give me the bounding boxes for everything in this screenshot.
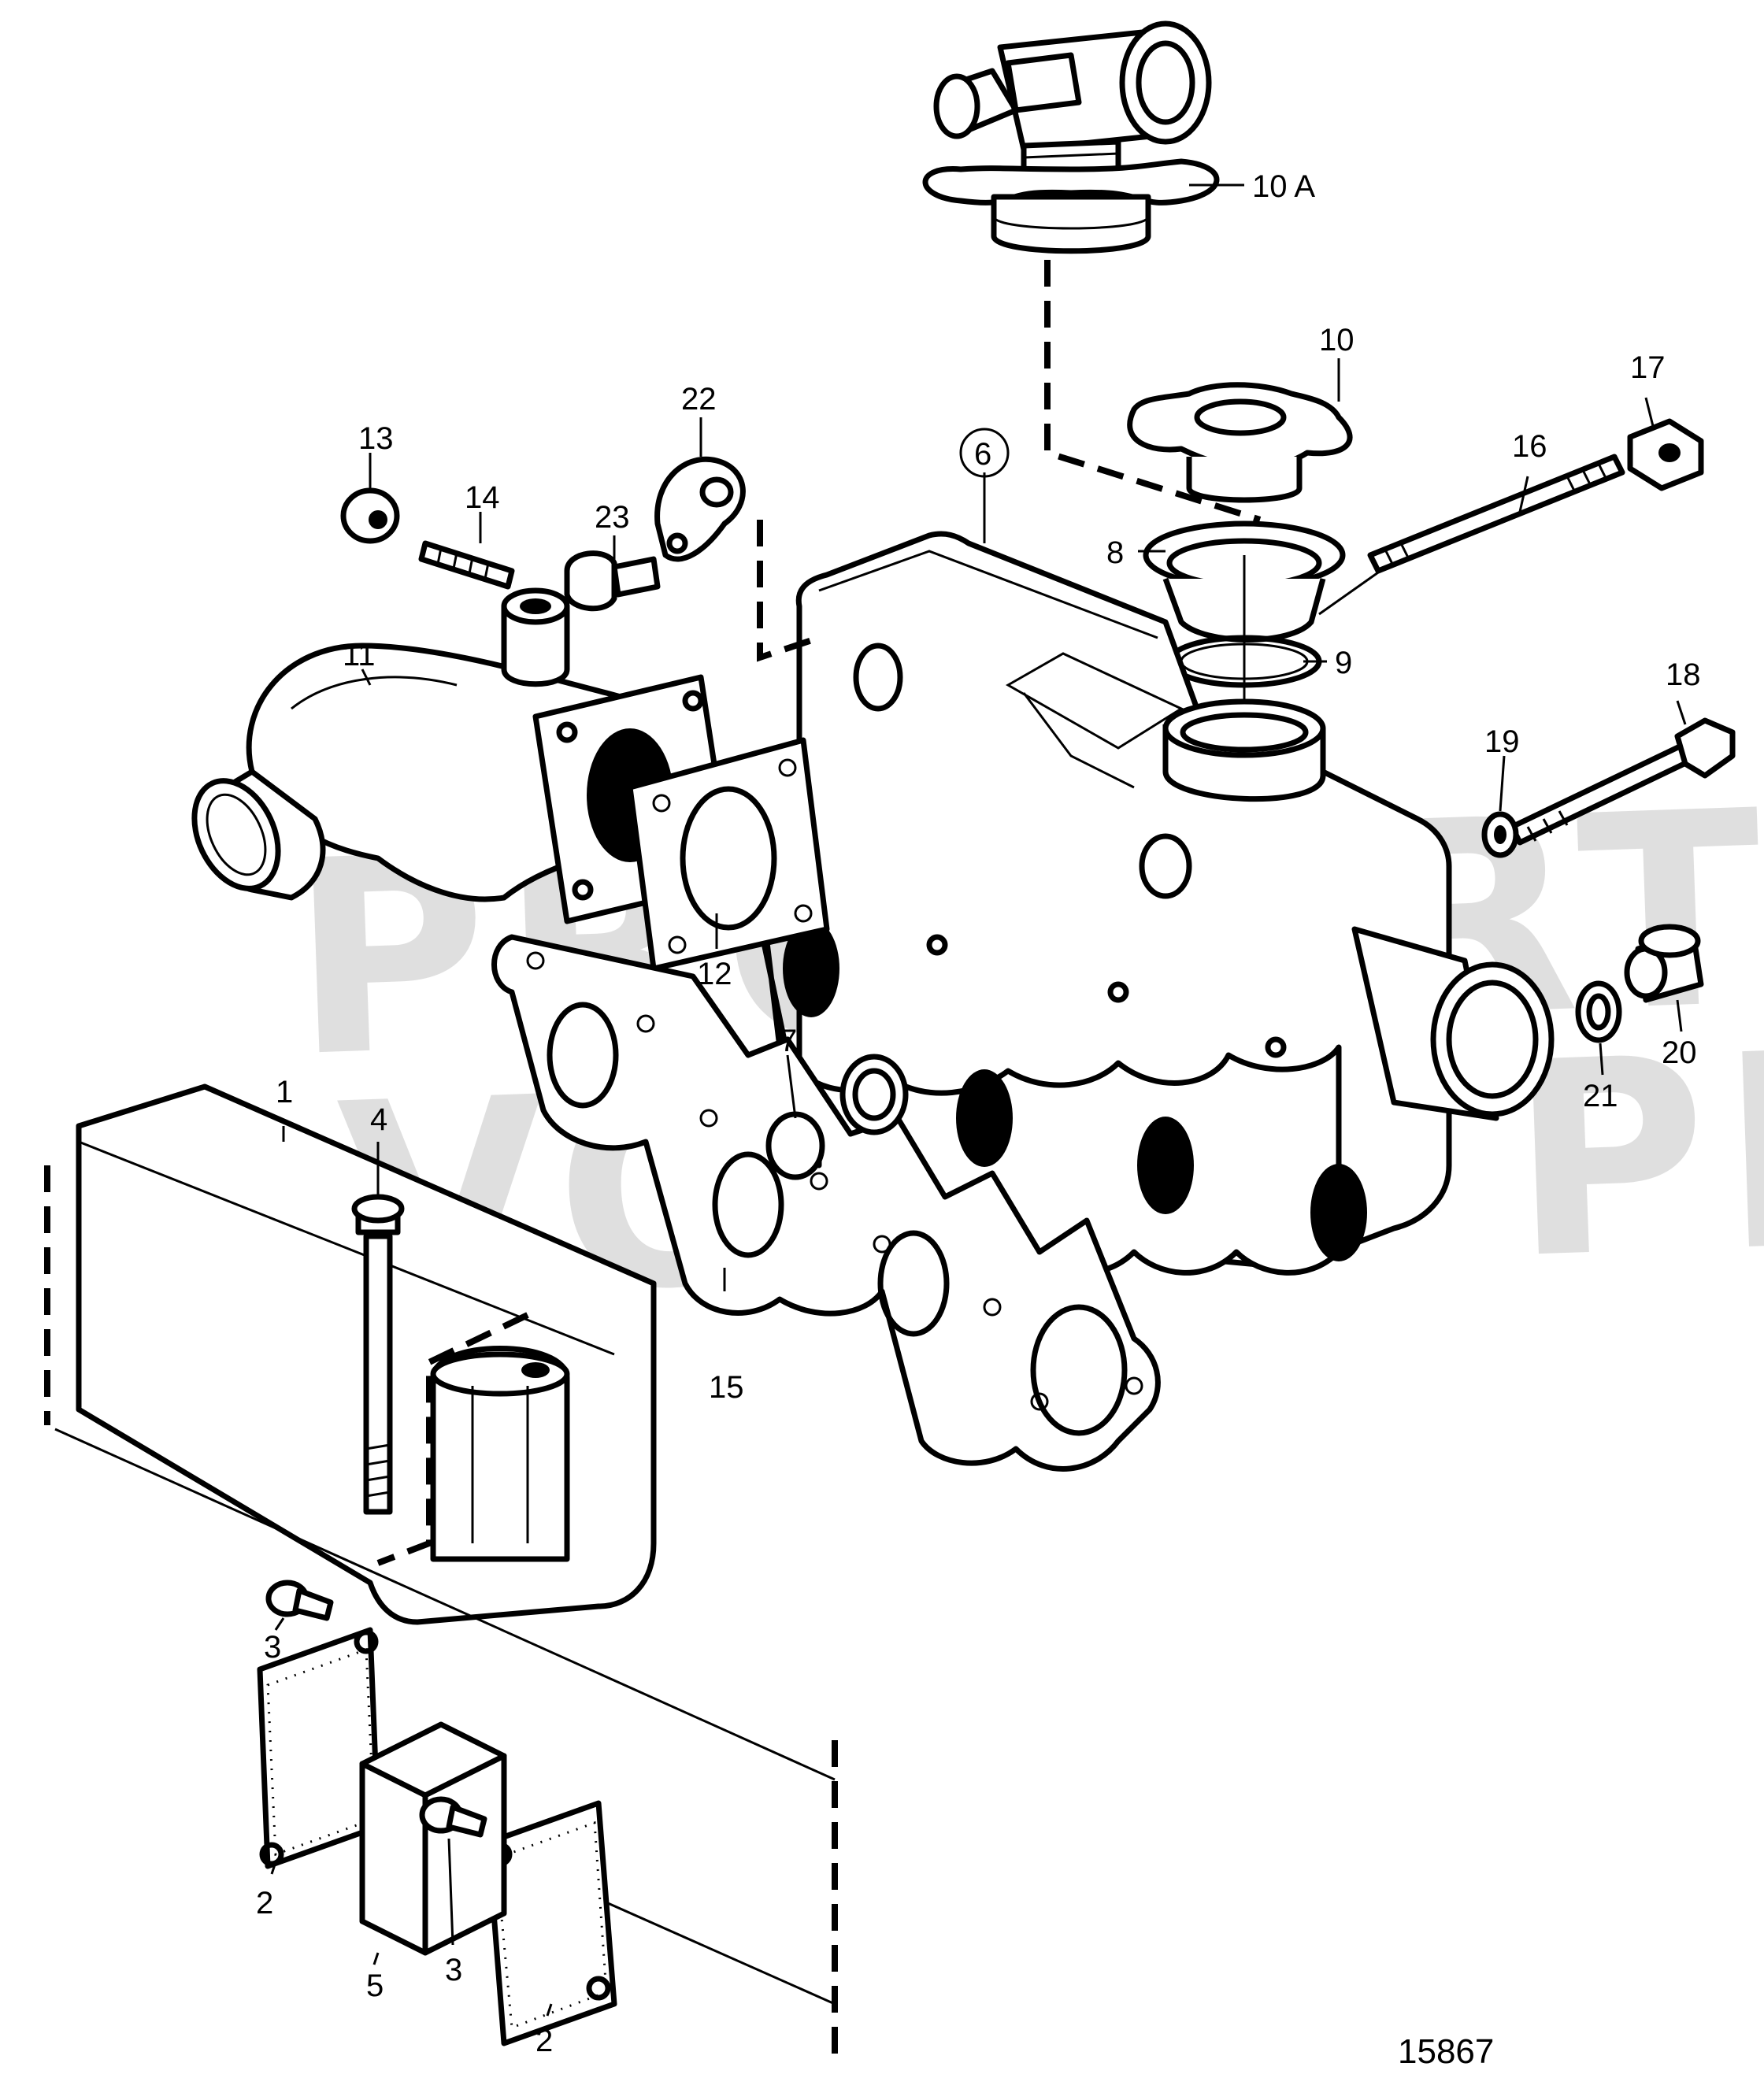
part-21-washer [1575,980,1622,1043]
callout-2-right: 2 [536,2024,553,2058]
callout-6: 6 [974,437,991,472]
callout-labels: 1 2 2 3 3 4 5 6 7 8 9 10 10 A 11 12 13 1… [256,169,1701,2058]
part-1-assembly-line [54,1428,836,1781]
part-20-plug [1624,924,1704,1003]
part-2-zinc-plate-right [485,1800,617,2046]
callout-15: 15 [709,1370,744,1405]
part-3-screw-upper [265,1580,334,1621]
part-23-screw [564,550,661,612]
part-22-dashed-link [757,520,821,662]
callout-2-left: 2 [256,1886,273,1920]
callout-22: 22 [681,382,717,417]
callout-18: 18 [1666,657,1701,692]
callout-11: 11 [343,638,376,672]
callout-21: 21 [1583,1079,1618,1113]
callout-9: 9 [1335,646,1352,680]
part-3-screw-lower [419,1796,487,1838]
callout-3-upper: 3 [264,1630,281,1665]
callout-6-circle [959,428,1010,478]
part-10a-dashed-link [1044,260,1262,523]
part-1-dashed-link-upper [376,1312,529,1566]
callout-8: 8 [1106,535,1124,570]
part-14-stud [418,540,515,590]
callout-20: 20 [1662,1035,1697,1070]
callout-4: 4 [370,1102,387,1137]
callout-10a: 10 A [1252,169,1315,204]
part-16-stud [1367,454,1625,574]
callout-17: 17 [1630,350,1666,385]
callout-16: 16 [1512,429,1547,464]
callout-1: 1 [276,1075,293,1109]
callout-12: 12 [697,957,732,991]
callout-13: 13 [358,421,394,456]
callout-14: 14 [465,480,500,515]
part-22-gasket [654,456,746,562]
callout-7: 7 [780,1024,797,1058]
part-18-bolt [1509,717,1736,846]
callout-23: 23 [595,500,630,535]
part-5-zinc-block [359,1721,507,1956]
leader-lines [270,183,1687,2017]
part-15-manifold-gasket [491,934,1161,1472]
part-7-sleeve [765,1054,909,1180]
part-13-nut [340,487,400,544]
callout-5: 5 [366,1969,384,2003]
callout-19: 19 [1484,724,1520,759]
part-10-filler-cap [1127,382,1353,503]
part-12-flange-gasket [627,737,830,972]
part-19-washer [1481,811,1519,858]
document-number: 15867 [1398,2032,1494,2071]
callout-3-lower: 3 [445,1953,462,1987]
callout-10: 10 [1319,323,1354,357]
part-10a-pressure-cap-connector [922,20,1220,254]
part-17-nut [1627,418,1704,491]
part-4-long-bolt [351,1194,405,1515]
